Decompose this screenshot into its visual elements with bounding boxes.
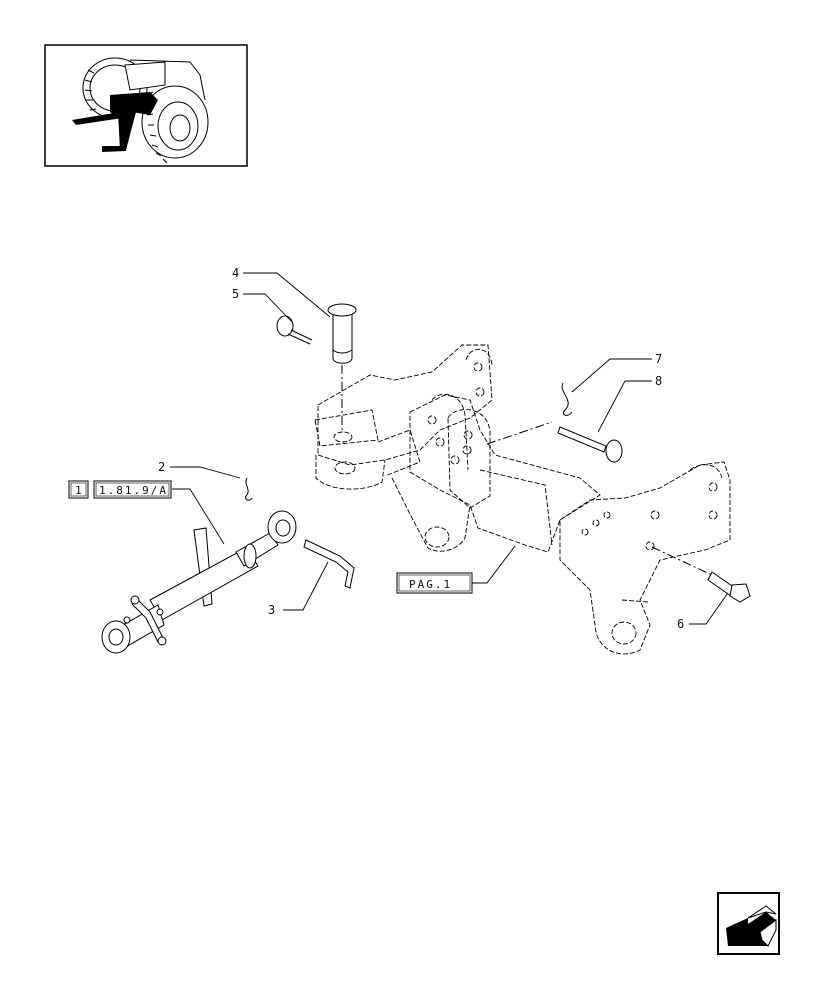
reference-code: 1.81.9/A bbox=[99, 484, 168, 497]
tractor-location-icon bbox=[44, 44, 248, 167]
callouts: 4 5 2 3 7 8 6 bbox=[158, 266, 684, 631]
callout-7: 7 bbox=[655, 352, 662, 366]
page-reference-box[interactable]: PAG.1 bbox=[396, 572, 473, 594]
callout-4: 4 bbox=[232, 266, 239, 280]
pin-part-8 bbox=[557, 426, 623, 463]
r-clip-part-7 bbox=[561, 382, 573, 416]
callout-3: 3 bbox=[268, 603, 275, 617]
clip-part-5 bbox=[276, 315, 313, 345]
reference-code-box[interactable]: 1.81.9/A bbox=[93, 480, 172, 499]
top-link-assembly bbox=[101, 510, 355, 654]
reference-index-box[interactable]: 1 bbox=[68, 480, 89, 499]
pin-part-4 bbox=[327, 303, 357, 364]
hitch-frame bbox=[314, 344, 731, 655]
page-reference: PAG.1 bbox=[409, 578, 452, 591]
back-arrow-icon[interactable] bbox=[717, 892, 780, 955]
axis-lines bbox=[341, 365, 713, 576]
clip-part-2 bbox=[245, 477, 253, 501]
bolt-part-6 bbox=[707, 571, 751, 603]
callout-8: 8 bbox=[655, 374, 662, 388]
reference-index: 1 bbox=[75, 484, 84, 497]
callout-5: 5 bbox=[232, 287, 239, 301]
callout-6: 6 bbox=[677, 617, 684, 631]
callout-2: 2 bbox=[158, 460, 165, 474]
leader-lines bbox=[170, 272, 731, 625]
